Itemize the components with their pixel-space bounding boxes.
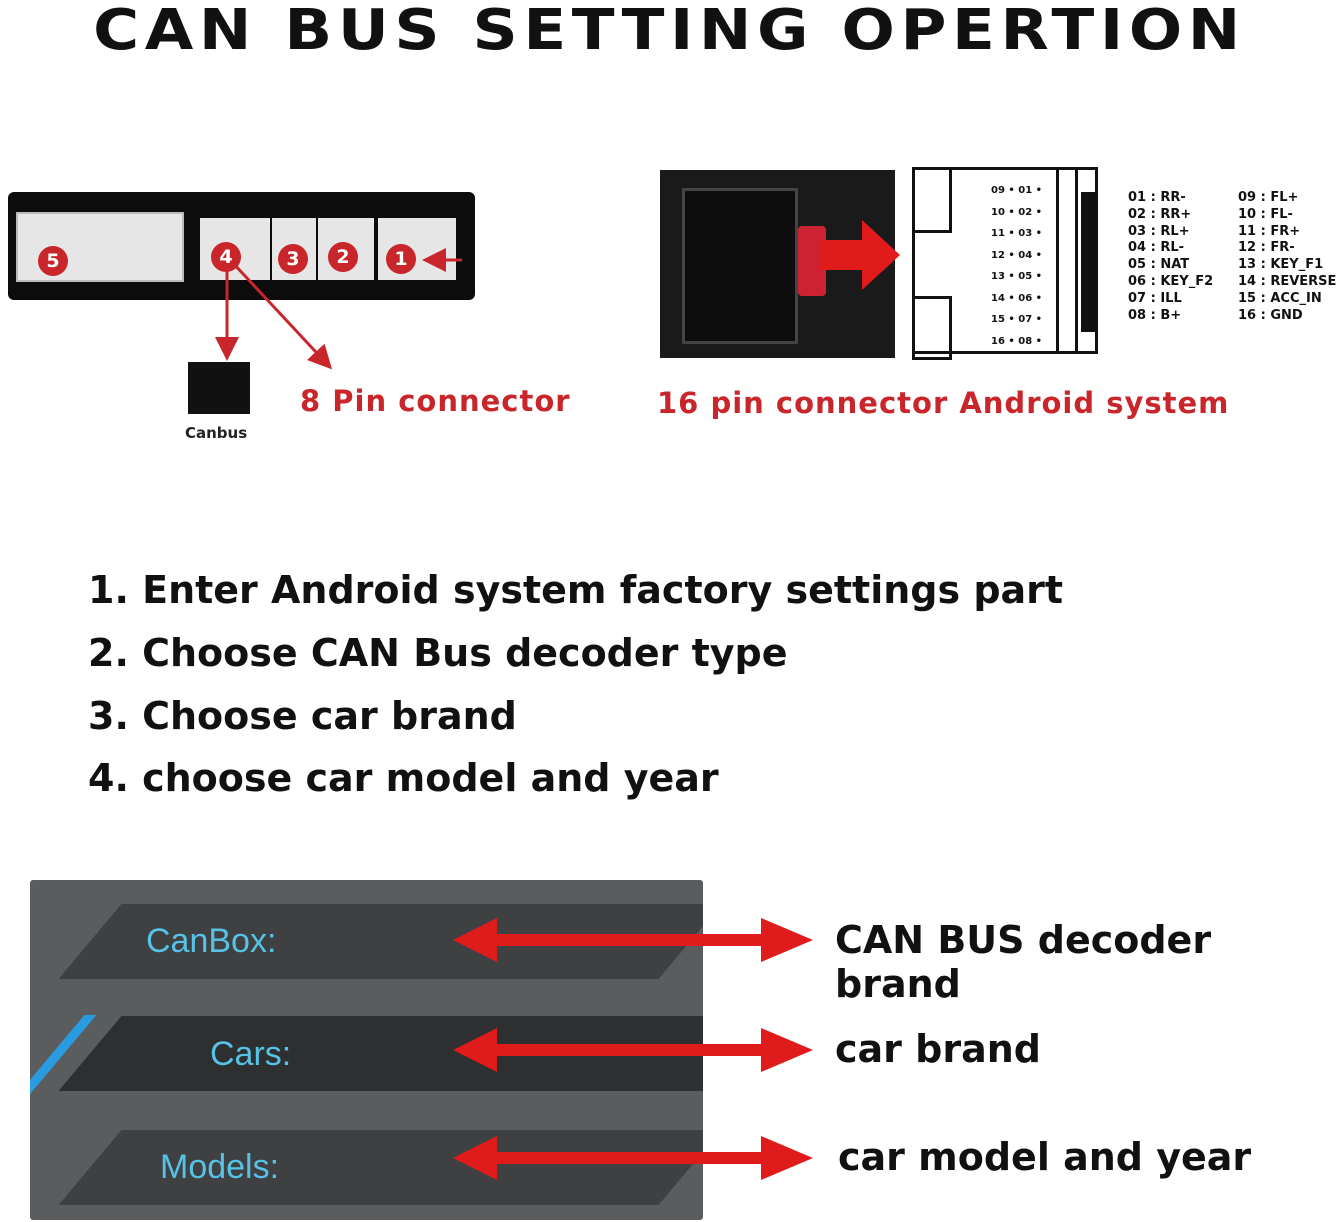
pin-number-1: 1: [386, 244, 416, 274]
pin-label: 01 : RR-: [1128, 190, 1186, 205]
pin-label: 13 : KEY_F1: [1238, 257, 1324, 273]
pin-list-left: 01 : RR-02 : RR+03 : RL+04 : RL-05 : NAT…: [1128, 190, 1213, 324]
double-arrow-icon: [453, 1136, 813, 1180]
8pin-caption: 8 Pin connector: [300, 384, 571, 418]
step-4: 4. choose car model and year: [88, 756, 719, 800]
diagram-pin-row: 11 • 03 •: [991, 228, 1043, 239]
pin-label: 05 : NAT: [1128, 257, 1190, 273]
diagram-pin-row: 16 • 08 •: [991, 335, 1043, 347]
pin-label: 07 : ILL: [1128, 290, 1182, 306]
diagram-pin-row: 12 • 04 •: [991, 249, 1043, 261]
diagram-pin-row: 14 • 06 •: [991, 292, 1043, 304]
double-arrow-icon: [453, 1028, 813, 1072]
cars-description: car brand: [835, 1027, 1041, 1071]
pin-label: 02 : RR+: [1128, 206, 1192, 222]
pin-label: 15 : ACC_IN: [1238, 290, 1322, 306]
step-2: 2. Choose CAN Bus decoder type: [88, 631, 788, 675]
pin-number-5: 5: [38, 246, 68, 276]
double-arrow-icon: [453, 918, 813, 962]
diagram-pin-rows: 09 • 01 • 10 • 02 • 11 • 03 • 12 • 04 • 13 •…: [991, 180, 1042, 352]
canbox-description: CAN BUS decoder brand: [835, 918, 1212, 1006]
16pin-caption: 16 pin connector Android system: [657, 386, 1230, 420]
pin-number-2: 2: [328, 242, 358, 272]
pin-label: 09 : FL+: [1238, 190, 1299, 205]
pin-label: 10 : FL-: [1238, 206, 1293, 222]
pin-label: 08 : B+: [1128, 307, 1182, 323]
pin-label: 16 : GND: [1238, 307, 1303, 323]
pin-list-right: 09 : FL+10 : FL-11 : FR+12 : FR-13 : KEY…: [1238, 190, 1336, 324]
step-1: 1. Enter Android system factory settings…: [88, 568, 1064, 612]
canbus-box-icon: [188, 362, 250, 414]
canbus-label: Canbus: [185, 424, 248, 442]
canbox-setting[interactable]: CanBox:: [146, 922, 277, 960]
diagram-pin-row: 15 • 07 •: [991, 314, 1043, 325]
diagram-pin-row: 09 • 01 •: [991, 185, 1043, 196]
right-arrow-icon: [820, 220, 900, 290]
pin-label: 03 : RL+: [1128, 223, 1190, 239]
page-title: CAN BUS SETTING OPERTION: [93, 0, 1246, 63]
connector-8pin-image: 5 4 3 2 1: [8, 192, 475, 300]
pointer-arrows: [215, 248, 462, 370]
pin-label: 11 : FR+: [1238, 223, 1301, 239]
pin-label: 04 : RL-: [1128, 240, 1185, 256]
pin-number-3: 3: [278, 244, 308, 274]
models-description: car model and year: [838, 1135, 1252, 1179]
step-3: 3. Choose car brand: [88, 694, 517, 738]
connector-16pin-diagram: 09 • 01 • 10 • 02 • 11 • 03 • 12 • 04 • 13 •…: [912, 167, 1098, 360]
diagram-pin-row: 13 • 05 •: [991, 271, 1043, 282]
models-setting[interactable]: Models:: [160, 1148, 280, 1186]
pin-label: 06 : KEY_F2: [1128, 273, 1214, 289]
pin-label: 12 : FR-: [1238, 240, 1295, 256]
double-arrows: [453, 918, 813, 1180]
diagram-pin-row: 10 • 02 •: [991, 206, 1043, 218]
cars-setting[interactable]: Cars:: [210, 1035, 292, 1073]
pin-label: 14 : REVERSE: [1238, 273, 1337, 289]
